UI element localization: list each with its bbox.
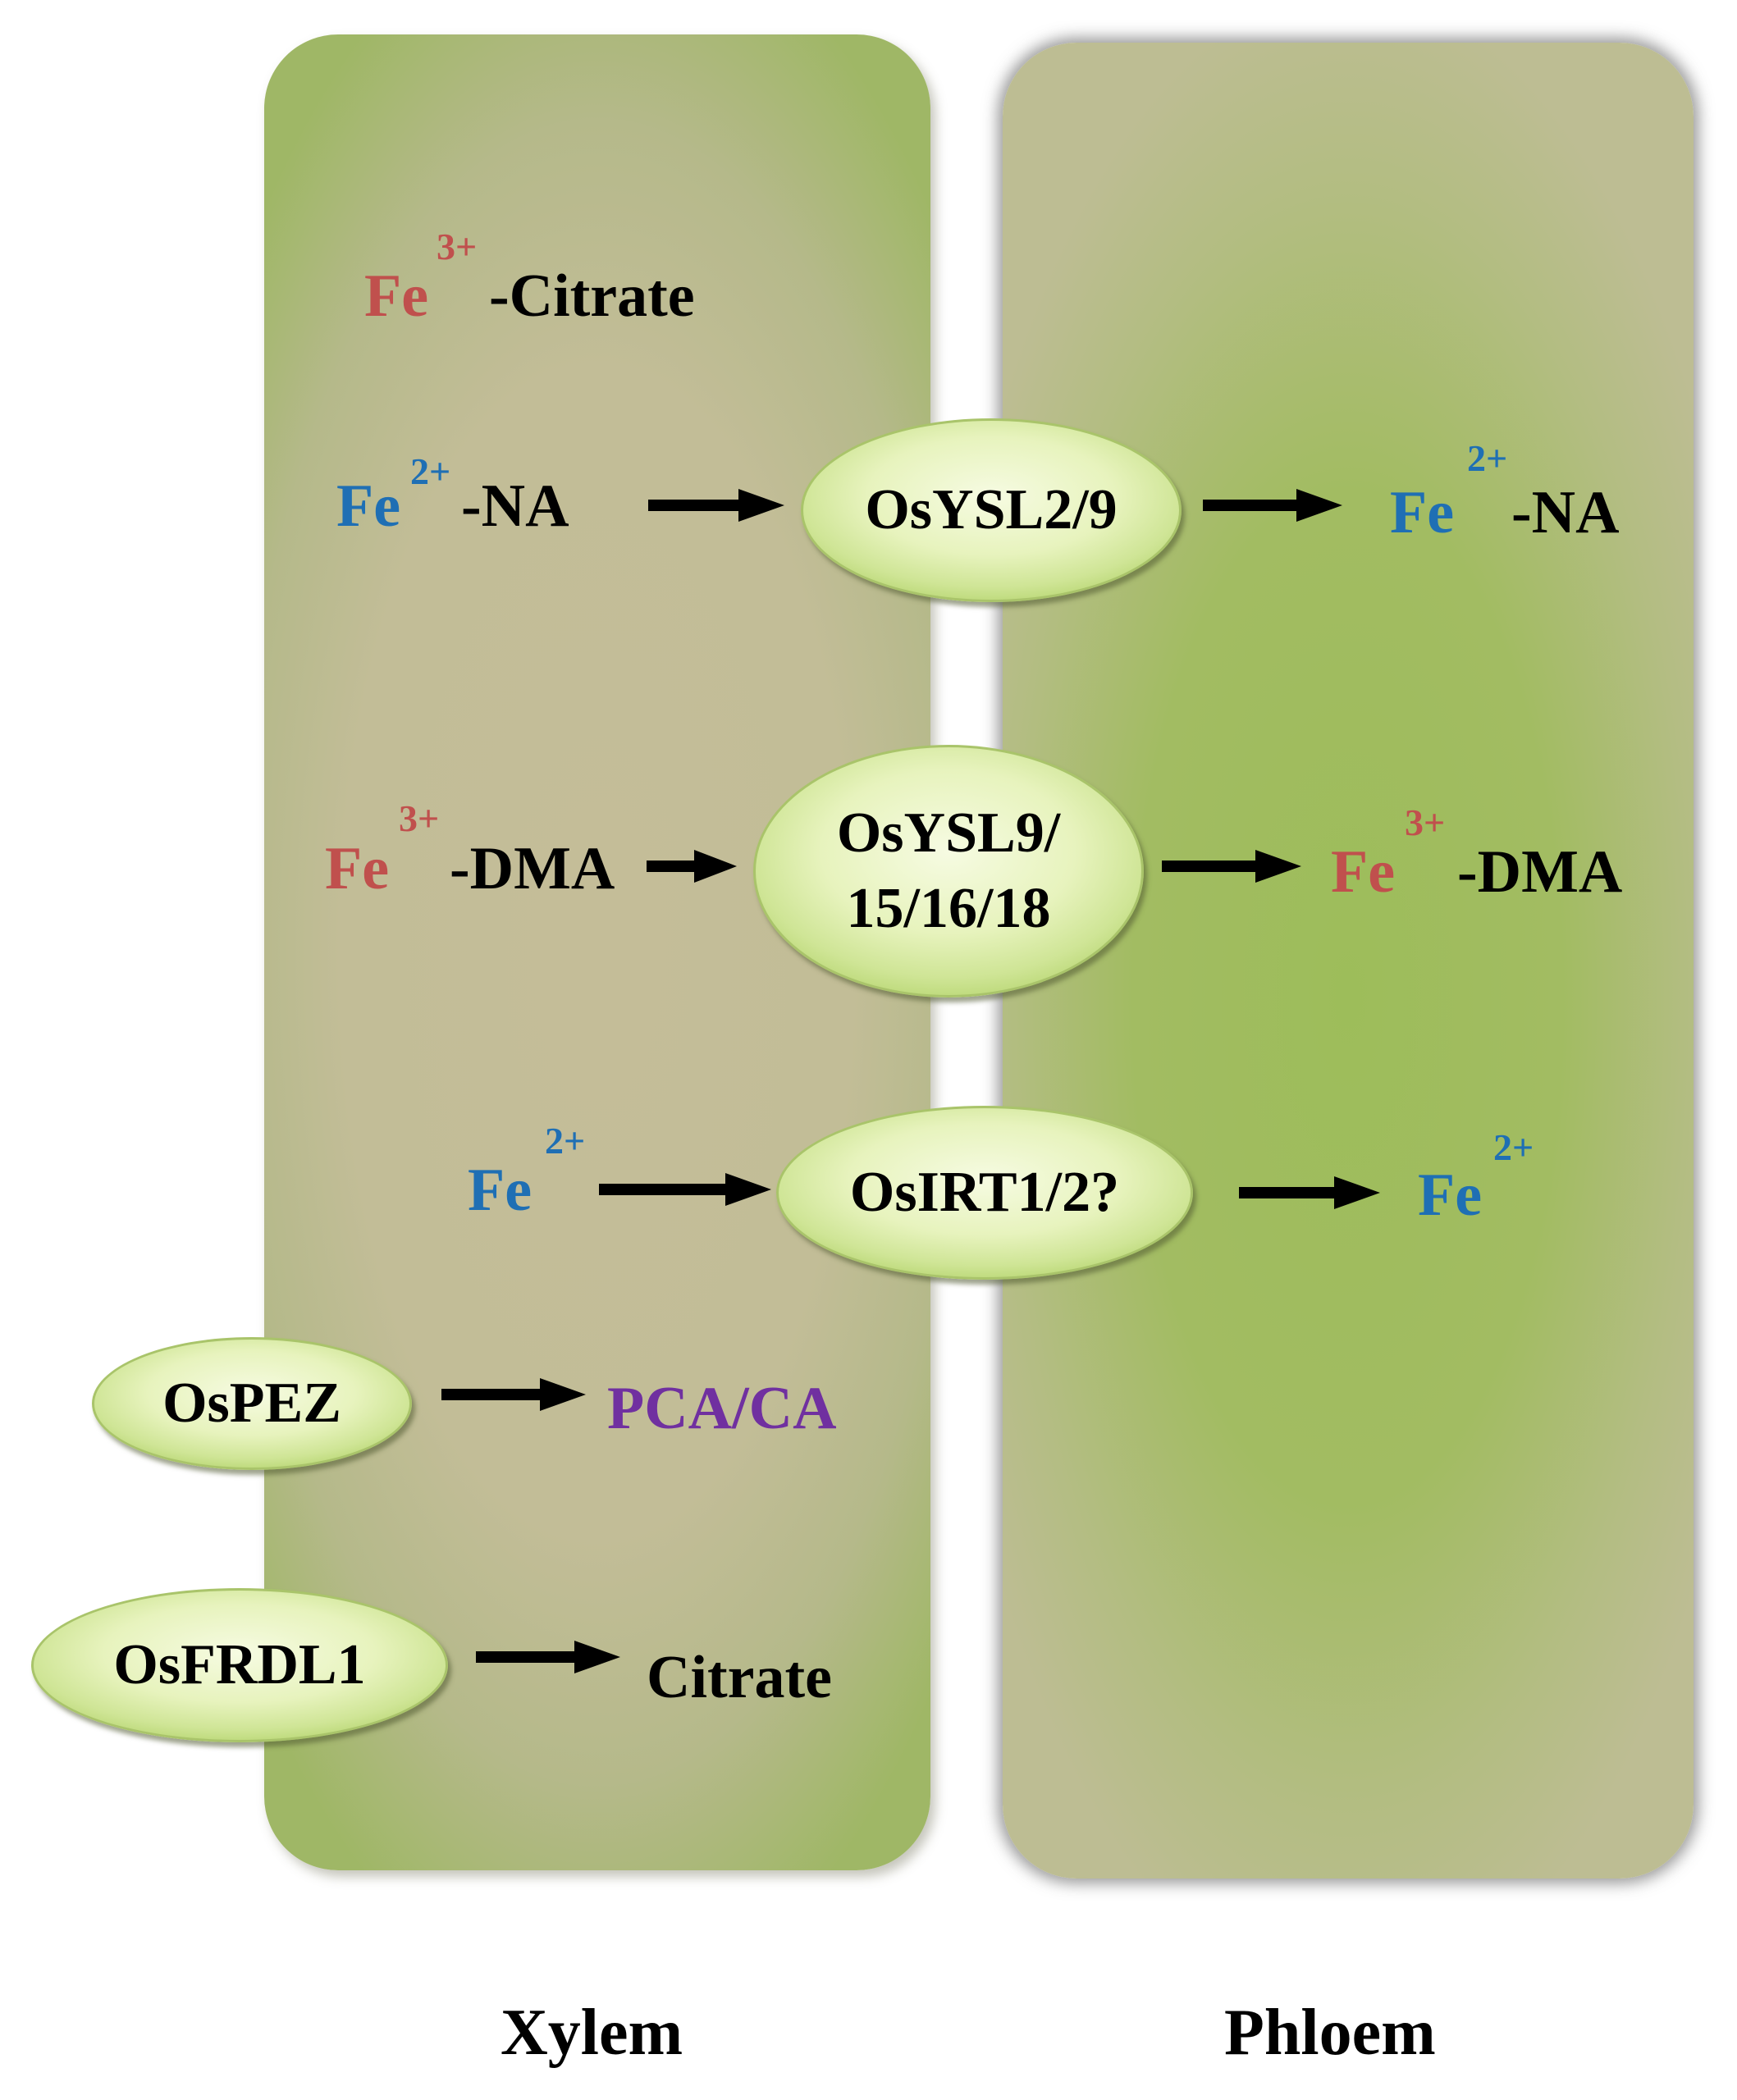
arrow-ospez-to-pca <box>441 1378 586 1411</box>
osirt1-2-transporter: OsIRT1/2? <box>776 1106 1193 1280</box>
xylem-fe3-dma-ligand: -DMA <box>450 835 615 902</box>
fe3-citrate-charge: 3+ <box>437 226 478 267</box>
xylem-fe2-na-fe: Fe <box>336 472 401 540</box>
fe3-citrate-fe: Fe <box>364 262 429 330</box>
osysl9-line2: 15/16/18 <box>846 877 1051 940</box>
phloem-fe2-na-charge: 2+ <box>1467 437 1508 479</box>
phloem-fe2-fe: Fe <box>1418 1162 1483 1229</box>
arrow-osirt-to-fe2 <box>1239 1176 1380 1209</box>
pca-ca-label: PCA/CA <box>607 1375 837 1442</box>
ospez-transporter: OsPEZ <box>92 1337 412 1470</box>
phloem-label: Phloem <box>1224 1997 1436 2069</box>
osysl2-9-label: OsYSL2/9 <box>865 477 1118 541</box>
arrow-osysl2-9-to-na <box>1203 489 1342 522</box>
xylem-fe3-dma-charge: 3+ <box>399 797 440 839</box>
phloem-fe3-dma-charge: 3+ <box>1405 801 1446 843</box>
phloem-fe2-na-fe: Fe <box>1390 479 1455 546</box>
phloem-fe3-dma-fe: Fe <box>1331 838 1396 906</box>
phloem-panel <box>1003 43 1694 1879</box>
osirt1-2-label: OsIRT1/2? <box>849 1160 1120 1224</box>
phloem-fe2-charge: 2+ <box>1493 1126 1534 1168</box>
arrow-fe2-to-osirt <box>599 1173 771 1206</box>
xylem-fe2-na-charge: 2+ <box>410 450 451 492</box>
xylem-fe2-fe: Fe <box>468 1157 533 1224</box>
fe3-citrate-ligand: -Citrate <box>489 262 695 330</box>
arrow-dma-to-osysl9 <box>647 850 737 883</box>
phloem-fe2-na-ligand: -NA <box>1511 479 1620 546</box>
osysl2-9-transporter: OsYSL2/9 <box>801 418 1182 602</box>
arrow-osysl9-to-dma <box>1162 850 1301 883</box>
osfrdl1-label: OsFRDL1 <box>113 1632 366 1696</box>
phloem-fe3-dma-ligand: -DMA <box>1457 838 1623 906</box>
osfrdl1-transporter: OsFRDL1 <box>31 1588 448 1742</box>
citrate-label: Citrate <box>647 1644 832 1711</box>
xylem-fe3-dma-fe: Fe <box>325 835 390 902</box>
osysl9-line1: OsYSL9/ <box>836 801 1061 865</box>
xylem-fe2-charge: 2+ <box>545 1120 586 1162</box>
arrow-na-to-osysl2-9 <box>648 489 784 522</box>
xylem-label: Xylem <box>501 1997 683 2069</box>
osysl9-text: OsYSL9/ 15/16/18 <box>837 801 1060 943</box>
osysl9-15-16-18-transporter: OsYSL9/ 15/16/18 <box>753 745 1144 998</box>
xylem-fe2-na-ligand: -NA <box>461 472 569 540</box>
ospez-label: OsPEZ <box>162 1371 341 1435</box>
arrow-osfrdl1-to-citrate <box>476 1641 620 1673</box>
